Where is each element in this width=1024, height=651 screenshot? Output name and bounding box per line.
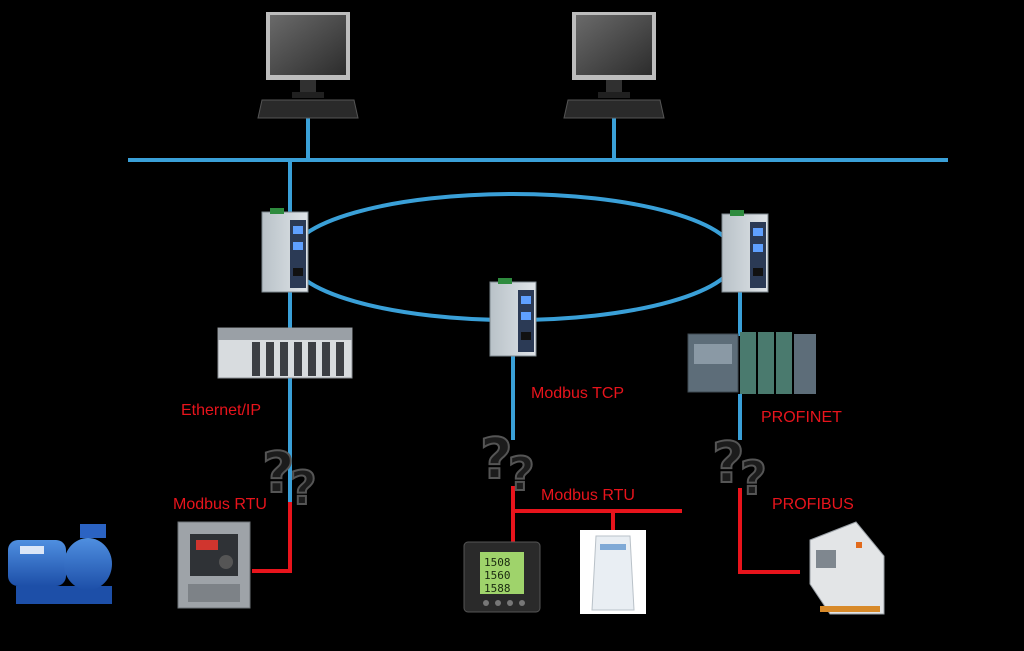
port: [521, 332, 531, 340]
port: [293, 268, 303, 276]
label-modbus-tcp: Modbus TCP: [531, 385, 624, 402]
monitor-screen: [576, 15, 652, 75]
ups-icon[interactable]: [580, 530, 646, 614]
keyboard-icon: [563, 99, 665, 119]
coupler-body: [809, 521, 885, 615]
terminal-block: [498, 278, 512, 284]
plc-modules: [252, 342, 344, 376]
io-module: [776, 332, 792, 394]
svg-text:?: ?: [508, 447, 535, 501]
coupler-base: [820, 606, 880, 612]
coupler-led: [856, 542, 862, 548]
port: [521, 296, 531, 304]
io-module: [758, 332, 774, 394]
plc-rockwell[interactable]: [217, 327, 353, 379]
workstation-right[interactable]: [563, 12, 665, 119]
label-ethernet-ip: Ethernet/IP: [181, 402, 261, 419]
question-icon: ? ?: [479, 426, 536, 502]
monitor-base: [292, 92, 324, 98]
monitor-base: [598, 92, 630, 98]
power-meter-icon[interactable]: 1508 1560 1588: [463, 541, 541, 613]
svg-text:?: ?: [290, 461, 317, 515]
label-profinet: PROFINET: [761, 409, 842, 426]
port: [753, 244, 763, 252]
terminal-block: [730, 210, 744, 216]
workstation-left[interactable]: [257, 12, 359, 119]
serial-network: [252, 486, 800, 574]
port: [521, 312, 531, 320]
port: [293, 226, 303, 234]
plc-siemens[interactable]: [687, 332, 816, 394]
meter-buttons: [483, 600, 525, 606]
pump-base: [16, 586, 112, 604]
monitor-stand: [300, 80, 316, 92]
svg-text:?: ?: [480, 427, 512, 492]
io-coupler-icon[interactable]: [809, 521, 885, 615]
ethernet-network: [128, 118, 948, 502]
industrial-switch-right[interactable]: [721, 210, 769, 293]
plc-cpu-face: [694, 344, 732, 364]
io-module: [740, 332, 756, 394]
meter-reading-2: 1560: [484, 569, 511, 582]
monitor-screen: [270, 15, 346, 75]
port: [753, 268, 763, 276]
vfd-vents: [188, 584, 240, 602]
label-modbus-rtu-center: Modbus RTU: [541, 487, 635, 504]
pump-outlet: [80, 524, 106, 538]
pump-volute: [64, 538, 112, 590]
vfd-knob: [219, 555, 233, 569]
meter-lcd: [480, 552, 524, 594]
terminal-block: [270, 208, 284, 214]
monitor-stand: [606, 80, 622, 92]
svg-text:?: ?: [740, 451, 767, 505]
io-module: [794, 334, 816, 394]
label-profibus: PROFIBUS: [772, 496, 854, 513]
coupler-connector: [816, 550, 836, 568]
ups-tower: [591, 535, 635, 611]
plc-top-strip: [218, 328, 352, 340]
pump-icon[interactable]: [8, 524, 112, 604]
industrial-switch-left[interactable]: [261, 208, 309, 293]
svg-text:?: ?: [262, 441, 294, 506]
pump-nameplate: [20, 546, 44, 554]
svg-text:?: ?: [712, 431, 744, 496]
meter-reading-1: 1508: [484, 556, 511, 569]
modbus-rtu-left-line: [252, 502, 292, 573]
profibus-line: [738, 488, 800, 574]
port: [753, 228, 763, 236]
vfd-display: [196, 540, 218, 550]
ups-accent: [600, 544, 626, 550]
keyboard-icon: [257, 99, 359, 119]
question-icon: ? ?: [711, 430, 768, 506]
vfd-drive-icon[interactable]: [177, 521, 251, 609]
port: [293, 242, 303, 250]
label-modbus-rtu-left: Modbus RTU: [173, 496, 267, 513]
industrial-switch-center[interactable]: [489, 278, 537, 357]
question-icon: ? ?: [261, 440, 318, 516]
meter-reading-3: 1588: [484, 582, 511, 595]
